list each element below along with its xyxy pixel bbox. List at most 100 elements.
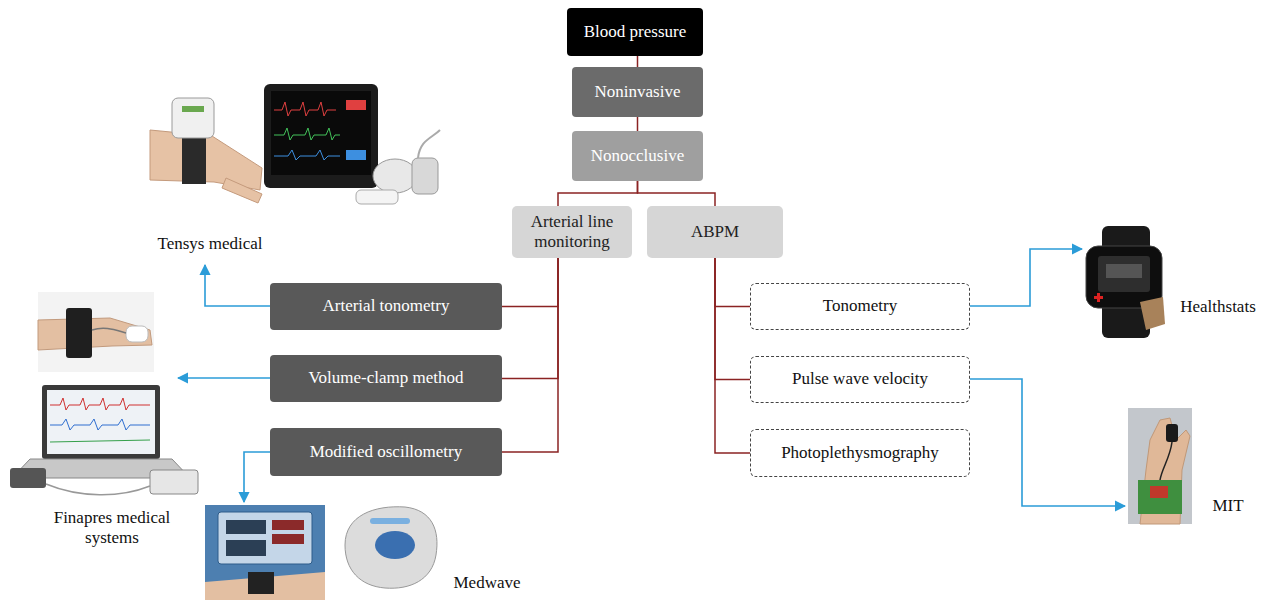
device-button xyxy=(375,531,415,559)
display-window xyxy=(272,520,304,530)
method-box-dashed: Pulse wave velocity xyxy=(750,356,970,403)
hand-shape xyxy=(38,318,152,350)
cuff-accessory xyxy=(373,159,417,193)
leader-arrow xyxy=(178,377,270,379)
sensor-light xyxy=(182,106,204,112)
board-part xyxy=(1150,486,1168,498)
maker-label: Finapres medical systems xyxy=(44,508,180,549)
waveform xyxy=(50,440,150,442)
interface-box xyxy=(150,470,198,494)
healthstats-watch xyxy=(1086,226,1165,338)
finapres-hand xyxy=(38,292,154,372)
module-accessory xyxy=(412,158,438,194)
branch-box: Arterial line monitoring xyxy=(512,206,632,258)
watch-screen xyxy=(1098,256,1150,292)
tonometer-pad xyxy=(1140,297,1165,330)
box-text: Tonometry xyxy=(823,296,897,316)
tree-connector xyxy=(715,258,750,307)
laptop-screen xyxy=(47,390,155,454)
mit-prototype xyxy=(1128,408,1192,524)
leader-arrow xyxy=(244,452,270,502)
box-text: ABPM xyxy=(691,222,739,242)
laptop-lid xyxy=(42,385,160,459)
wrist-unit xyxy=(66,308,92,358)
tree-connector xyxy=(715,258,750,453)
wrist-sensor xyxy=(248,572,274,594)
tree-connector xyxy=(502,258,558,452)
branch-box: ABPM xyxy=(647,206,783,258)
finapres-laptop xyxy=(10,385,198,495)
box-text: Volume-clamp method xyxy=(308,368,463,388)
tensys-monitor xyxy=(264,84,440,204)
cable xyxy=(92,328,126,333)
tree-connector xyxy=(502,258,558,379)
cable xyxy=(418,130,440,158)
display-window xyxy=(226,520,266,534)
tree-connector xyxy=(715,258,750,380)
leader-arrow xyxy=(205,265,270,306)
circuit-board xyxy=(1138,480,1182,514)
tree-connector xyxy=(502,258,558,307)
maker-label: Healthstats xyxy=(1168,297,1268,317)
box-text: Nonocclusive xyxy=(591,146,684,166)
leader-arrow xyxy=(970,379,1125,506)
finger-sensor xyxy=(1166,424,1178,442)
screen-readout xyxy=(346,100,366,110)
method-box-dashed: Photoplethysmography xyxy=(750,429,970,477)
leader-arrows xyxy=(178,249,1125,506)
box-text: Arterial line monitoring xyxy=(520,212,624,253)
screen-readout xyxy=(346,150,366,160)
waveform xyxy=(274,128,340,140)
sensor-housing xyxy=(172,98,214,138)
cable xyxy=(46,484,150,495)
leader-arrow xyxy=(970,249,1082,306)
box-text: Modified oscillometry xyxy=(310,442,463,462)
box-text: Noninvasive xyxy=(595,82,681,102)
watch-readout xyxy=(1106,264,1142,278)
tensys-wrist-device xyxy=(150,98,262,203)
tree-connector xyxy=(637,117,639,131)
waveform xyxy=(274,102,336,116)
category-box: Nonocclusive xyxy=(572,131,703,181)
maker-label: MIT xyxy=(1198,496,1258,516)
method-box: Arterial tonometry xyxy=(270,283,502,330)
waveform xyxy=(50,398,150,410)
photo-ground xyxy=(38,292,154,372)
waveform xyxy=(50,419,150,430)
finger-shape xyxy=(222,178,262,203)
sensor-accessory xyxy=(356,190,398,204)
tablet-screen xyxy=(271,91,371,175)
finger-cuff xyxy=(126,326,148,342)
cable xyxy=(1160,442,1172,480)
red-cross xyxy=(1097,293,1100,302)
wrist-shape xyxy=(205,572,325,600)
tablet-frame xyxy=(264,84,378,188)
waveform xyxy=(274,150,340,160)
maker-label: Tensys medical xyxy=(140,234,280,254)
medwave-handheld xyxy=(345,507,437,588)
method-box: Modified oscillometry xyxy=(270,428,502,476)
method-box-dashed: Tonometry xyxy=(750,283,970,330)
front-end-unit xyxy=(10,468,46,488)
watch-case xyxy=(1086,246,1162,308)
maker-label: Medwave xyxy=(442,573,532,593)
photo-ground xyxy=(1128,408,1192,524)
tree-connector xyxy=(638,181,716,206)
box-text: Photoplethysmography xyxy=(781,443,939,463)
device-body xyxy=(345,507,437,588)
box-text: Arterial tonometry xyxy=(323,296,450,316)
device-strip xyxy=(370,518,410,524)
display-window xyxy=(272,534,304,544)
method-box: Volume-clamp method xyxy=(270,355,502,402)
tree-connector xyxy=(637,56,639,67)
root-box: Blood pressure xyxy=(567,8,703,56)
display-window xyxy=(226,540,266,556)
category-box: Noninvasive xyxy=(572,67,703,117)
medwave-monitor xyxy=(205,505,325,600)
monitor-panel xyxy=(218,512,312,564)
tree-connector xyxy=(558,181,638,206)
box-text: Pulse wave velocity xyxy=(792,369,928,389)
box-text: Blood pressure xyxy=(584,22,686,42)
